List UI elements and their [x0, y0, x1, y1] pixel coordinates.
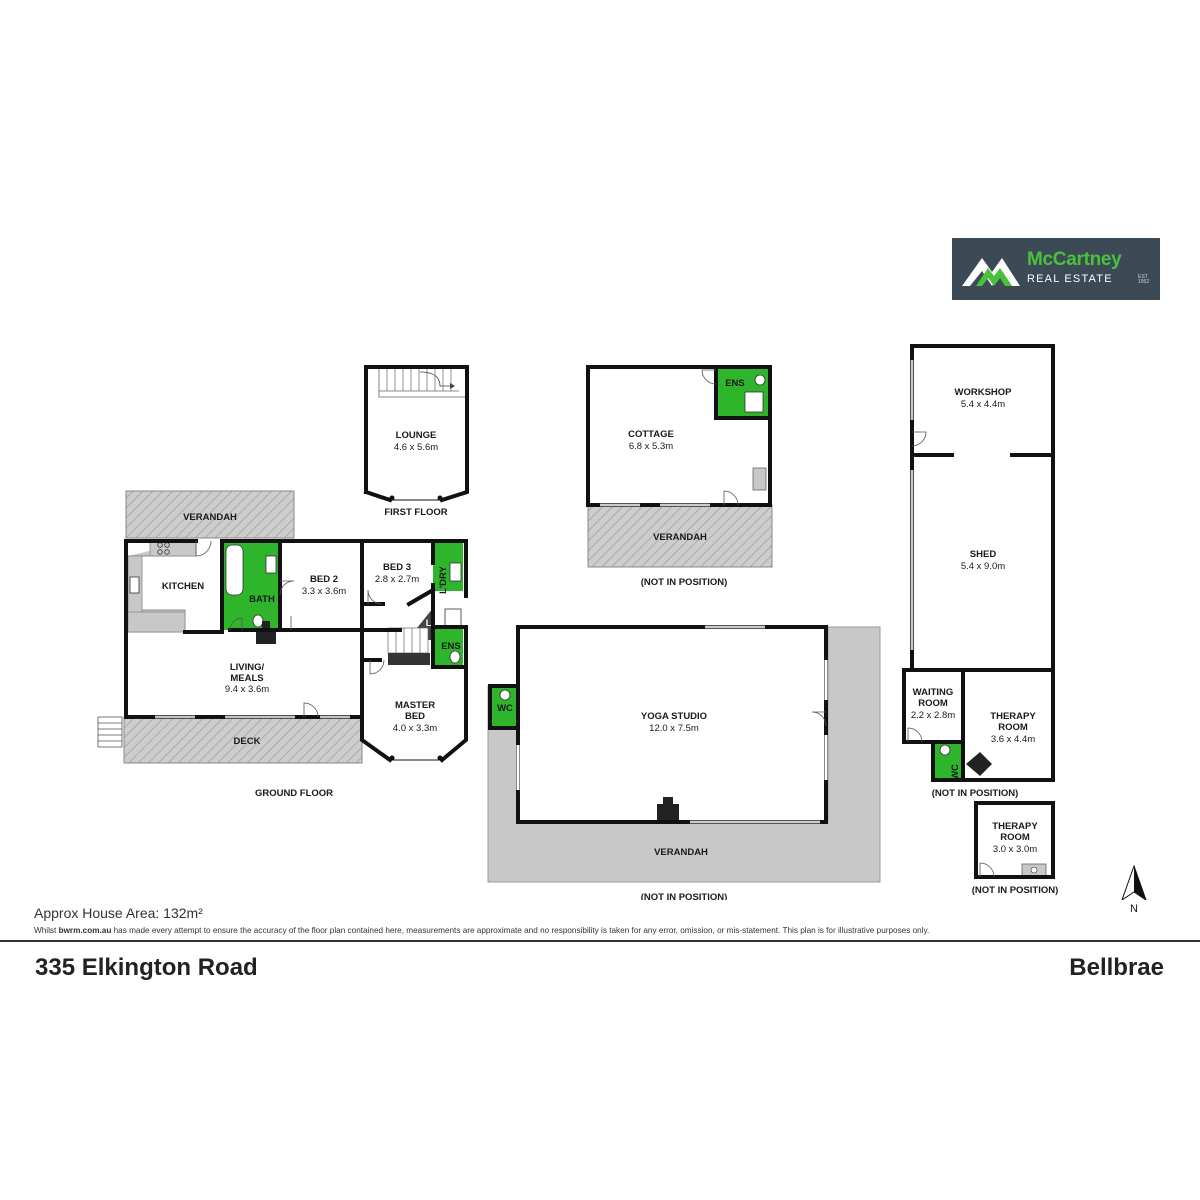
lounge-label: LOUNGE	[396, 430, 437, 441]
verandah-label: VERANDAH	[183, 512, 237, 523]
shed-size: 5.4 x 9.0m	[961, 561, 1005, 572]
ground-floor-caption: GROUND FLOOR	[255, 788, 333, 799]
logo-brand: McCartney	[1027, 249, 1122, 270]
floor-plan: LOUNGE 4.6 x 5.6m FIRST FLOOR VERANDAH D…	[97, 344, 1147, 900]
disclaimer: Whilst bwrm.com.au has made every attemp…	[34, 926, 930, 935]
shed-label: SHED	[970, 549, 997, 560]
cottage-size: 6.8 x 5.3m	[629, 441, 673, 452]
master-size: 4.0 x 3.3m	[393, 723, 437, 734]
logo-subtitle: REAL ESTATE	[1027, 273, 1113, 285]
property-address: 335 Elkington Road	[35, 954, 258, 981]
mountain-logo-icon	[962, 258, 1020, 286]
living-label-1: LIVING/	[230, 662, 265, 673]
master-label-2: BED	[405, 711, 425, 722]
house-area: Approx House Area: 132m²	[34, 905, 203, 921]
cottage-not-in-position: (NOT IN POSITION)	[641, 577, 728, 588]
cottage-ens-label: ENS	[725, 378, 745, 389]
therapy1-label-2: ROOM	[998, 722, 1028, 733]
yoga-fireplace-icon	[657, 797, 679, 820]
workshop-label: WORKSHOP	[955, 387, 1013, 398]
deck-label: DECK	[234, 736, 261, 747]
therapy-wc-label: WC	[950, 764, 961, 780]
yoga-verandah-label: VERANDAH	[654, 847, 708, 858]
therapy1-label-1: THERAPY	[990, 711, 1036, 722]
therapy-fireplace-icon	[966, 752, 992, 776]
ground-floor-plan: VERANDAH DECK	[97, 490, 468, 799]
bath-label: BATH	[249, 594, 275, 605]
shed-plan: WORKSHOP 5.4 x 4.4m SHED 5.4 x 9.0m WC W…	[902, 344, 1059, 896]
lounge-size: 4.6 x 5.6m	[394, 442, 438, 453]
therapy2-label-2: ROOM	[1000, 832, 1030, 843]
yoga-studio-plan: WC YOGA STUDIO 12.0 x 7.5m VERANDAH (NOT…	[487, 625, 881, 900]
living-label-2: MEALS	[230, 673, 263, 684]
north-label: N	[1130, 903, 1138, 915]
lounge-plan: LOUNGE 4.6 x 5.6m FIRST FLOOR	[363, 365, 469, 518]
bed2-label: BED 2	[310, 574, 338, 585]
therapy2-not-in-position: (NOT IN POSITION)	[972, 885, 1059, 896]
property-suburb: Bellbrae	[1069, 954, 1164, 981]
yoga-label: YOGA STUDIO	[641, 711, 707, 722]
bed3-label: BED 3	[383, 562, 411, 573]
waiting-label-1: WAITING	[913, 687, 954, 698]
kitchen-label: KITCHEN	[162, 581, 204, 592]
therapy2-size: 3.0 x 3.0m	[993, 844, 1037, 855]
yoga-size: 12.0 x 7.5m	[649, 723, 699, 734]
master-label-1: MASTER	[395, 700, 435, 711]
workshop-size: 5.4 x 4.4m	[961, 399, 1005, 410]
waiting-size: 2.2 x 2.8m	[911, 710, 955, 721]
footer-divider	[0, 940, 1200, 942]
living-size: 9.4 x 3.6m	[225, 684, 269, 695]
first-floor-caption: FIRST FLOOR	[384, 507, 447, 518]
yoga-not-in-position: (NOT IN POSITION)	[641, 892, 728, 900]
cottage-label: COTTAGE	[628, 429, 674, 440]
bed2-size: 3.3 x 3.6m	[302, 586, 346, 597]
waiting-label-2: ROOM	[918, 698, 948, 709]
bed3-size: 2.8 x 2.7m	[375, 574, 419, 585]
therapy2-label-1: THERAPY	[992, 821, 1038, 832]
cottage-plan: VERANDAH ENS COTTAGE 6.8 x 5.3m (NOT IN …	[586, 365, 773, 588]
therapy1-size: 3.6 x 4.4m	[991, 734, 1035, 745]
yoga-wc-label: WC	[497, 703, 513, 714]
cottage-verandah-label: VERANDAH	[653, 532, 707, 543]
ens-ground-label: ENS	[441, 641, 461, 652]
therapy1-not-in-position: (NOT IN POSITION)	[932, 788, 1019, 799]
north-arrow-icon	[1121, 864, 1147, 900]
disclaimer-website: bwrm.com.au	[58, 926, 112, 935]
laundry-label: L'DRY	[438, 565, 449, 593]
